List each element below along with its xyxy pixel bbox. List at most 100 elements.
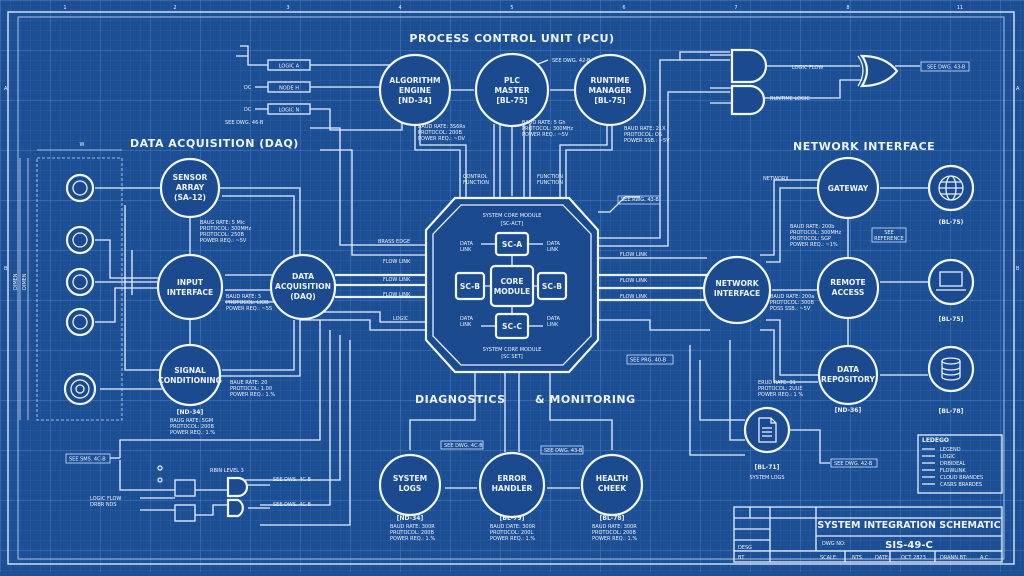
label-text: HEALTH: [596, 474, 629, 483]
label-text: SIGNAL: [174, 366, 206, 375]
legend: LEDEGO LEGEND LOGIC DRBIDEAL FLOWLINK CL…: [917, 434, 1003, 494]
diagnostics-specs: [ND-34] BAUD RATE: 300R PROTOCOL: 200B P…: [390, 515, 637, 542]
doc-tag: [BL-71]: [755, 464, 780, 471]
label-text: POWER REQ.: ~DV: [418, 136, 466, 142]
label-text: PROTOCOL: 200B: [418, 130, 462, 136]
flow-label: CONTROL: [463, 174, 488, 180]
label-text: POWER SSB.: ~5V: [624, 138, 670, 144]
connection-lines: [95, 51, 928, 526]
label-text: BAUD RATE: 300R: [592, 524, 637, 530]
label-text: FLOWLINK: [940, 468, 966, 474]
grid-number: 5: [510, 5, 513, 11]
label-text: DWG NO:: [822, 541, 846, 547]
grid-letter: A: [1016, 86, 1020, 92]
label-text: POWER REQ.: 1.%: [592, 536, 637, 542]
ref-box: [540, 445, 584, 455]
label-text: RBIN LEVEL 3: [210, 468, 244, 474]
label-text: SEE DWS. 4C-B: [273, 477, 312, 483]
label-text: LINK: [460, 247, 472, 253]
sensor-ports: [63, 173, 97, 406]
label-text: ERUD RATE: 31: [758, 380, 796, 386]
label-text: LOGS: [399, 484, 422, 493]
label-text: INPUT: [177, 278, 204, 287]
error-handler-node: ERROR HANDLER: [478, 451, 546, 519]
label-text: INTERFACE: [714, 289, 760, 298]
label-text: (DAQ): [290, 292, 316, 301]
logic-label: NODE H: [279, 86, 299, 92]
grid-letter: B: [1016, 266, 1020, 272]
label-text: DESG: [738, 545, 752, 551]
signal-conditioning-node: SIGNAL CONDITIONING: [158, 343, 222, 407]
label-text: SEE DWS. 4C-B: [273, 502, 312, 508]
flow-label: FUNCTION: [463, 180, 489, 186]
label-text: PROTOCOL: OS: [624, 132, 662, 138]
label-text: DATA: [292, 272, 314, 281]
label-text: FLOW LINK: [620, 252, 648, 258]
label-text: BAUD RATE: 200b: [790, 224, 834, 230]
ref-box: [830, 458, 878, 468]
label-text: PROTOCOL: 300MHz: [790, 230, 842, 236]
label-text: PROTOCOL: 1.00: [230, 386, 272, 392]
diagnostics-title: DIAGNOSTICS: [415, 393, 506, 406]
label-text: CHEEK: [598, 484, 627, 493]
logic-label: LOGIC N: [279, 108, 300, 114]
networx-label: NETWORX: [763, 176, 789, 182]
label-text: GATEWAY: [828, 184, 869, 193]
label-text: PLC: [504, 76, 520, 85]
label-text: [SC SET]: [501, 354, 523, 360]
label-text: DATA: [547, 316, 560, 322]
label-text: PROTOCOL: SGP: [790, 236, 831, 242]
label-text: POWER REQ.: ~1%: [790, 242, 838, 248]
label-text: [BL-78]: [600, 515, 625, 522]
label-text: PROTOCOL: 300B: [770, 300, 814, 306]
leader-line: [537, 59, 549, 65]
label-text: FLOW LINK: [383, 277, 411, 283]
flow-label: FUNCTION: [537, 180, 563, 186]
label-text: DATA: [460, 241, 473, 247]
label-text: POWER REQ.: 1.%: [170, 430, 215, 436]
label-text: POWER REQ.: ~5V: [522, 132, 569, 138]
label-text: [BL-75]: [594, 96, 625, 105]
network-title: NETWORK INTERFACE: [793, 140, 935, 153]
remote-tag: [BL-75]: [939, 316, 964, 323]
see-reference-box: [871, 227, 907, 243]
label-text: BAUE RATE: 20: [230, 380, 267, 386]
label-text: [SC-ACT]: [501, 221, 523, 227]
remote-access-node: REMOTE ACCESS: [816, 256, 880, 320]
label-text: ARRAY: [176, 183, 205, 192]
repo-tag: [BL-78]: [939, 408, 964, 415]
see-plc-ref: SEE DWG. 42-B: [552, 58, 591, 64]
label-text: MANAGER: [589, 86, 632, 95]
label-text: DATA: [547, 241, 560, 247]
flow-label: FUNCTION: [537, 174, 563, 180]
label-text: BAUD RATE: 3S6Rs: [418, 124, 466, 130]
label-text: POSS SSB.: ~5V: [770, 306, 811, 312]
see-reference: SEE: [884, 230, 894, 236]
label-text: LOGIC FLOW: [792, 65, 823, 71]
label-text: LINK: [547, 322, 559, 328]
dimension-lines: [19, 149, 122, 420]
label-text: REMOTE: [830, 278, 865, 287]
label-text: SC-B: [460, 282, 480, 291]
see-reference: REFERENCE: [874, 236, 904, 242]
daq-title: DATA ACQUISITION (DAQ): [130, 137, 299, 150]
label-text: INTERFACE: [167, 288, 213, 297]
label-text: POWER REQ.: 1 %: [758, 392, 803, 398]
label-text: [BL-79]: [500, 515, 525, 522]
label-text: SCALE:: [820, 555, 838, 561]
document-icon: [743, 406, 791, 454]
label-text: PROTOCOL: 300MHz: [200, 226, 252, 232]
label-text: ACCESS: [832, 288, 865, 297]
dimension-label: DIMEN: [22, 273, 28, 290]
label-text: NETWORK: [715, 279, 759, 288]
label-text: ALGORITHM: [389, 76, 440, 85]
grid-number: 1: [63, 5, 66, 11]
label-text: ENGINE: [399, 86, 431, 95]
gateway-node: GATEWAY: [816, 156, 880, 220]
label-text: CASRS BRARDES: [940, 482, 982, 488]
monitoring-title: & MONITORING: [535, 393, 636, 406]
label-text: MODULE: [494, 287, 531, 296]
label-text: A.C.: [980, 555, 990, 561]
label-text: SYSTEM CORE MODULE: [483, 347, 542, 353]
label-text: MASTER: [494, 86, 529, 95]
